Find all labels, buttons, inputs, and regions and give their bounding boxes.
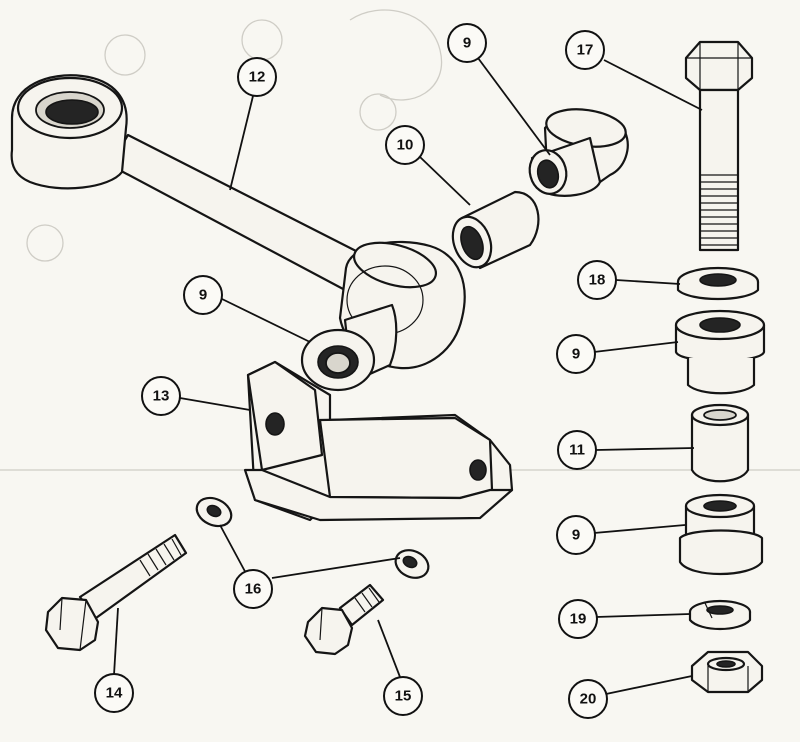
leader-20 xyxy=(605,675,693,695)
hex-nut-part-20 xyxy=(690,650,764,694)
callout-9-upper: 9 xyxy=(447,23,487,63)
callout-11-label: 11 xyxy=(569,442,585,459)
callout-12: 12 xyxy=(237,57,277,97)
callout-18: 18 xyxy=(577,260,617,300)
callout-13: 13 xyxy=(141,376,181,416)
rubber-bush-part-9-left xyxy=(300,303,398,392)
callout-18-label: 18 xyxy=(589,272,606,289)
leader-lines xyxy=(113,57,703,695)
rubber-bush-part-9-upper xyxy=(528,108,629,197)
leader-17 xyxy=(603,59,703,111)
rubber-bush-part-9-right-upper xyxy=(674,309,766,395)
callout-14-label: 14 xyxy=(106,685,123,702)
callout-19: 19 xyxy=(558,599,598,639)
leader-18 xyxy=(615,279,681,285)
leader-9b xyxy=(593,341,679,353)
rubber-bush-part-9-right-lower xyxy=(678,493,764,576)
spring-washer-part-16-b xyxy=(394,549,430,579)
callout-9-right-lower: 9 xyxy=(556,515,596,555)
callout-16-label: 16 xyxy=(245,581,262,598)
sleeve-part-11 xyxy=(690,403,750,483)
leader-13 xyxy=(179,397,251,411)
callout-9-left: 9 xyxy=(183,275,223,315)
callout-10-label: 10 xyxy=(397,137,414,154)
sleeve-part-10 xyxy=(451,190,540,270)
callout-17-label: 17 xyxy=(577,42,594,59)
leader-10 xyxy=(419,156,471,206)
leader-14 xyxy=(113,607,119,676)
callout-16: 16 xyxy=(233,569,273,609)
leader-9a xyxy=(477,57,551,156)
callout-20-label: 20 xyxy=(580,691,597,708)
callout-9-right-upper: 9 xyxy=(556,334,596,374)
callout-14: 14 xyxy=(94,673,134,713)
leader-9c xyxy=(219,297,311,343)
bolt-part-14 xyxy=(44,533,188,652)
callout-9-upper-label: 9 xyxy=(463,35,471,52)
leader-19 xyxy=(595,613,691,618)
callout-20: 20 xyxy=(568,679,608,719)
leader-11 xyxy=(595,447,695,451)
callout-17: 17 xyxy=(565,30,605,70)
callout-15-label: 15 xyxy=(395,688,412,705)
spring-washer-part-19 xyxy=(688,599,752,630)
leader-16a xyxy=(219,524,249,578)
callout-19-label: 19 xyxy=(570,611,587,628)
bolt-part-17 xyxy=(684,40,754,252)
leader-16b xyxy=(271,557,401,579)
callout-11: 11 xyxy=(557,430,597,470)
callout-9-right-upper-label: 9 xyxy=(572,346,580,363)
callout-9-right-lower-label: 9 xyxy=(572,527,580,544)
bracket-part-13 xyxy=(243,360,514,522)
callout-13-label: 13 xyxy=(153,388,170,405)
bolt-part-15 xyxy=(303,583,385,656)
washer-part-18 xyxy=(676,266,760,301)
leader-12 xyxy=(229,95,254,191)
callout-9-left-label: 9 xyxy=(199,287,207,304)
callout-12-label: 12 xyxy=(249,69,266,86)
background-ghost-print xyxy=(0,9,800,471)
spring-washer-part-16-a xyxy=(195,496,233,528)
callout-15: 15 xyxy=(383,676,423,716)
callout-10: 10 xyxy=(385,125,425,165)
leader-15 xyxy=(377,619,401,678)
leader-9d xyxy=(593,524,686,534)
